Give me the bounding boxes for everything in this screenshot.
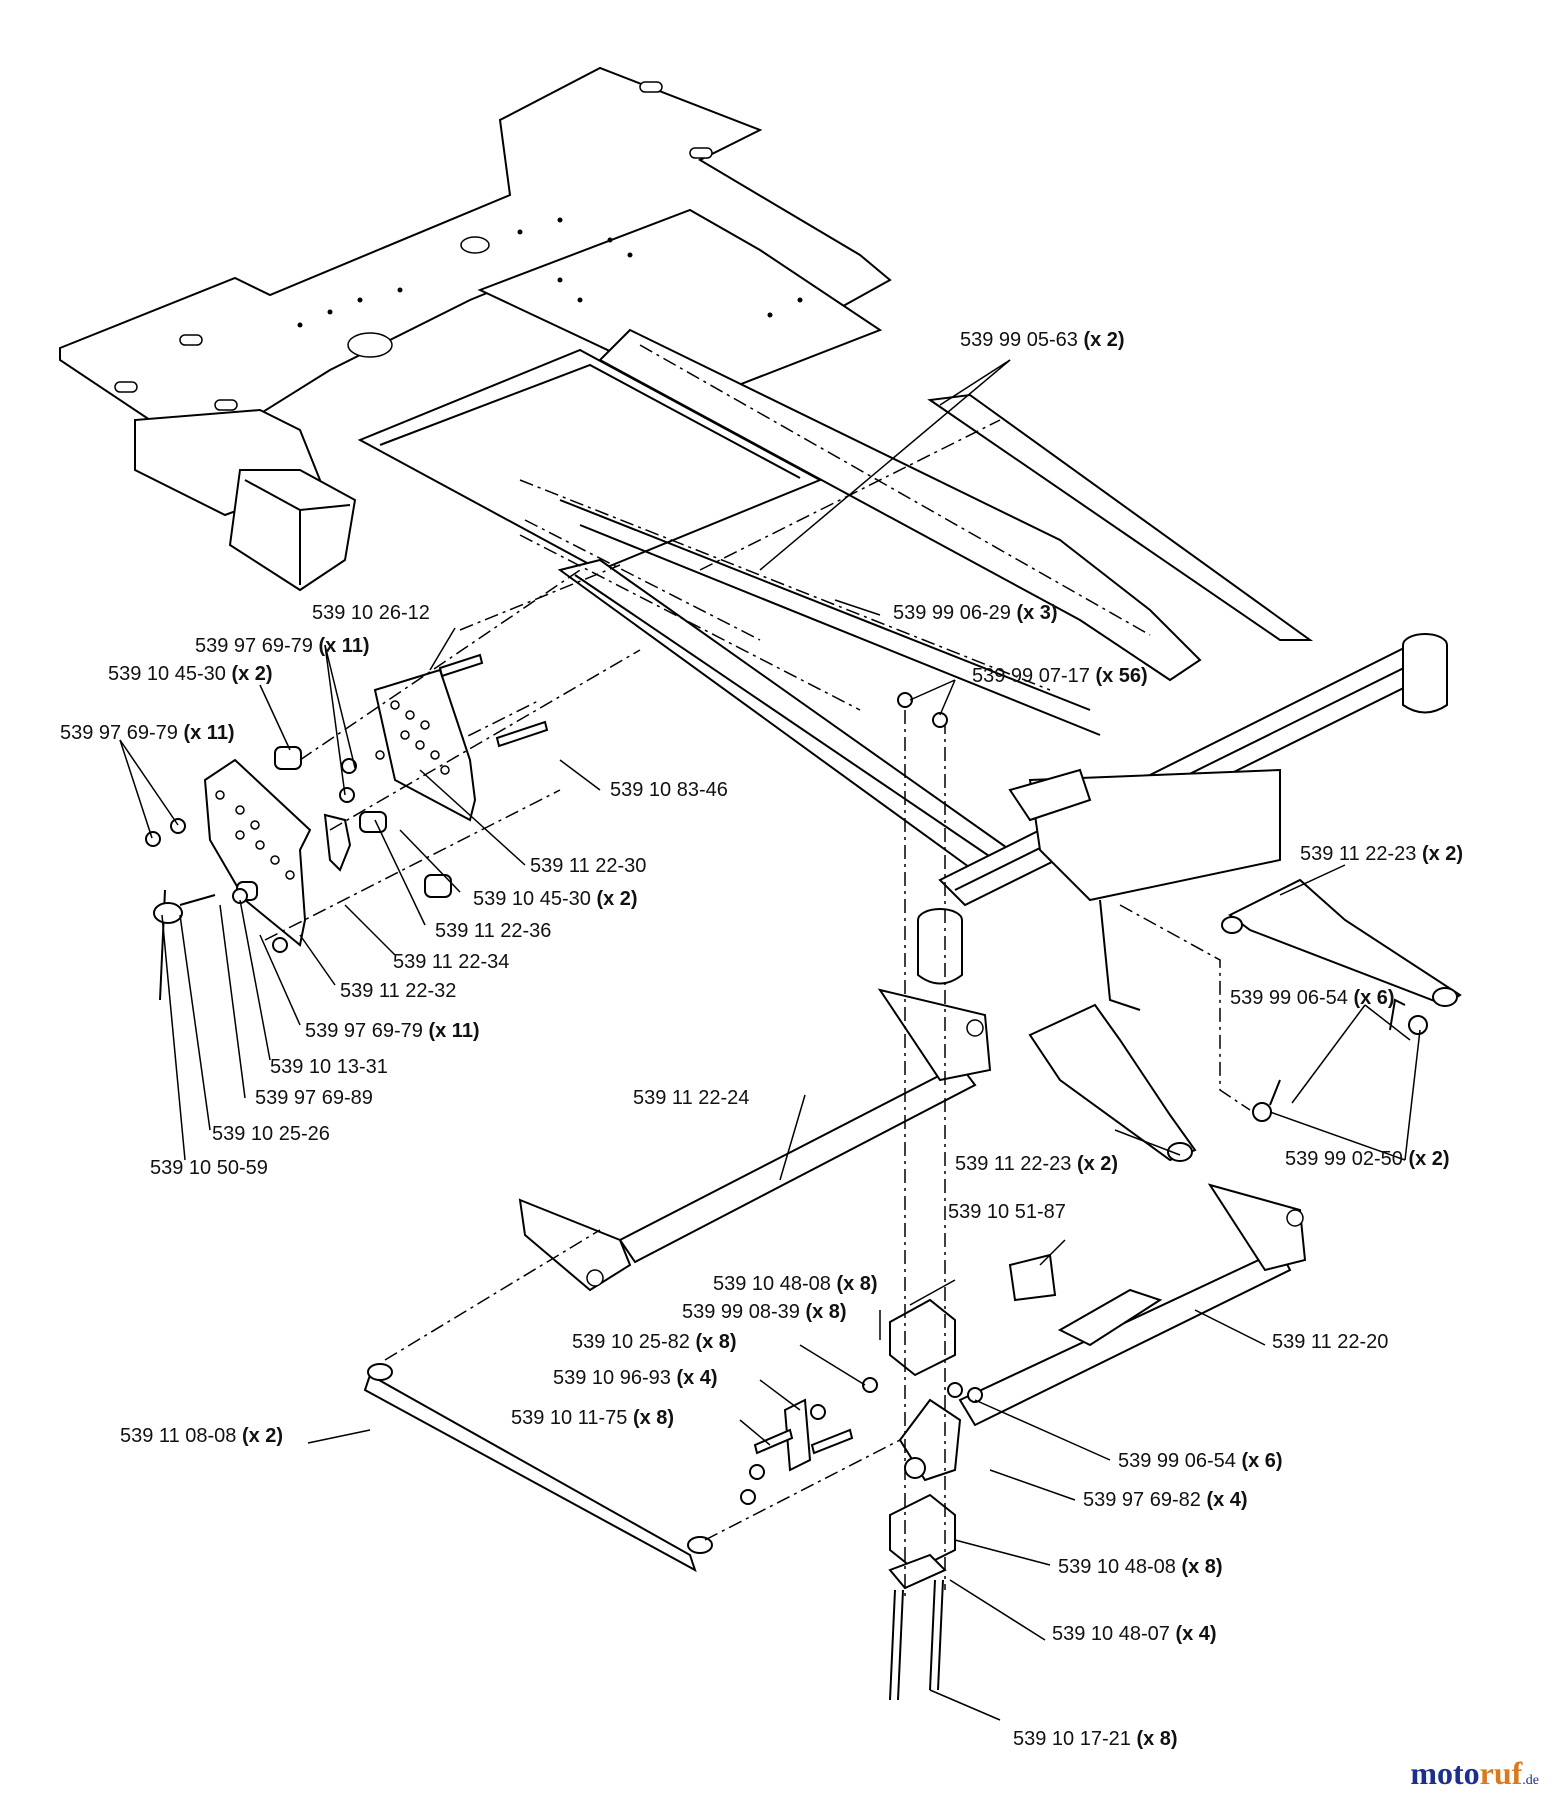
callout-l27: 539 10 25-82 (x 8) xyxy=(572,1331,737,1353)
callout-l34: 539 10 48-08 (x 8) xyxy=(1058,1556,1223,1578)
watermark-logo: motoruf.de xyxy=(1410,1755,1539,1791)
callout-l11: 539 11 22-36 xyxy=(435,920,551,942)
callout-l03: 539 97 69-79 (x 11) xyxy=(195,635,370,657)
callout-l24: 539 10 51-87 xyxy=(948,1201,1066,1223)
callout-l04: 539 10 45-30 (x 2) xyxy=(108,663,273,685)
callout-l31: 539 11 08-08 (x 2) xyxy=(120,1425,283,1447)
callout-l01: 539 99 05-63 (x 2) xyxy=(960,329,1125,351)
callout-l13: 539 11 22-32 xyxy=(340,980,456,1002)
callout-l18: 539 10 50-59 xyxy=(150,1157,268,1179)
callout-l22: 539 11 22-23 (x 2) xyxy=(955,1153,1118,1175)
callout-l07: 539 97 69-79 (x 11) xyxy=(60,722,235,744)
callouts: 539 99 05-63 (x 2) 539 10 26-12 539 97 6… xyxy=(60,329,1463,1750)
callout-l15: 539 10 13-31 xyxy=(270,1056,388,1078)
callout-l17: 539 10 25-26 xyxy=(212,1123,330,1145)
callout-l23: 539 99 02-50 (x 2) xyxy=(1285,1148,1450,1170)
frame-drawing xyxy=(59,66,1448,1111)
callout-l30: 539 10 11-75 (x 8) xyxy=(511,1407,674,1429)
callout-l25: 539 10 48-08 (x 8) xyxy=(713,1273,878,1295)
callout-l19: 539 11 22-23 (x 2) xyxy=(1300,843,1463,865)
callout-l20: 539 99 06-54 (x 6) xyxy=(1230,987,1395,1009)
callout-l32: 539 99 06-54 (x 6) xyxy=(1118,1450,1283,1472)
callout-l29: 539 10 96-93 (x 4) xyxy=(553,1367,718,1389)
callout-l35: 539 10 48-07 (x 4) xyxy=(1052,1623,1217,1645)
leader-lines xyxy=(119,359,1421,1721)
callout-l09: 539 11 22-30 xyxy=(530,855,646,877)
callout-l05: 539 99 06-29 (x 3) xyxy=(893,602,1058,624)
callout-l33: 539 97 69-82 (x 4) xyxy=(1083,1489,1248,1511)
callout-l12: 539 11 22-34 xyxy=(393,951,509,973)
callout-l16: 539 97 69-89 xyxy=(255,1087,373,1109)
callout-l21: 539 11 22-24 xyxy=(633,1087,749,1109)
callout-l10: 539 10 45-30 (x 2) xyxy=(473,888,638,910)
callout-l08: 539 10 83-46 xyxy=(610,779,728,801)
callout-l26: 539 99 08-39 (x 8) xyxy=(682,1301,847,1323)
callout-l36: 539 10 17-21 (x 8) xyxy=(1013,1728,1178,1750)
callout-l06: 539 99 07-17 (x 56) xyxy=(972,665,1148,687)
callout-l02: 539 10 26-12 xyxy=(312,602,430,624)
left-bracket-assembly xyxy=(145,569,641,1001)
axle-assembly xyxy=(363,692,1462,1701)
callout-l14: 539 97 69-79 (x 11) xyxy=(305,1020,480,1042)
callout-l28: 539 11 22-20 xyxy=(1272,1331,1388,1353)
